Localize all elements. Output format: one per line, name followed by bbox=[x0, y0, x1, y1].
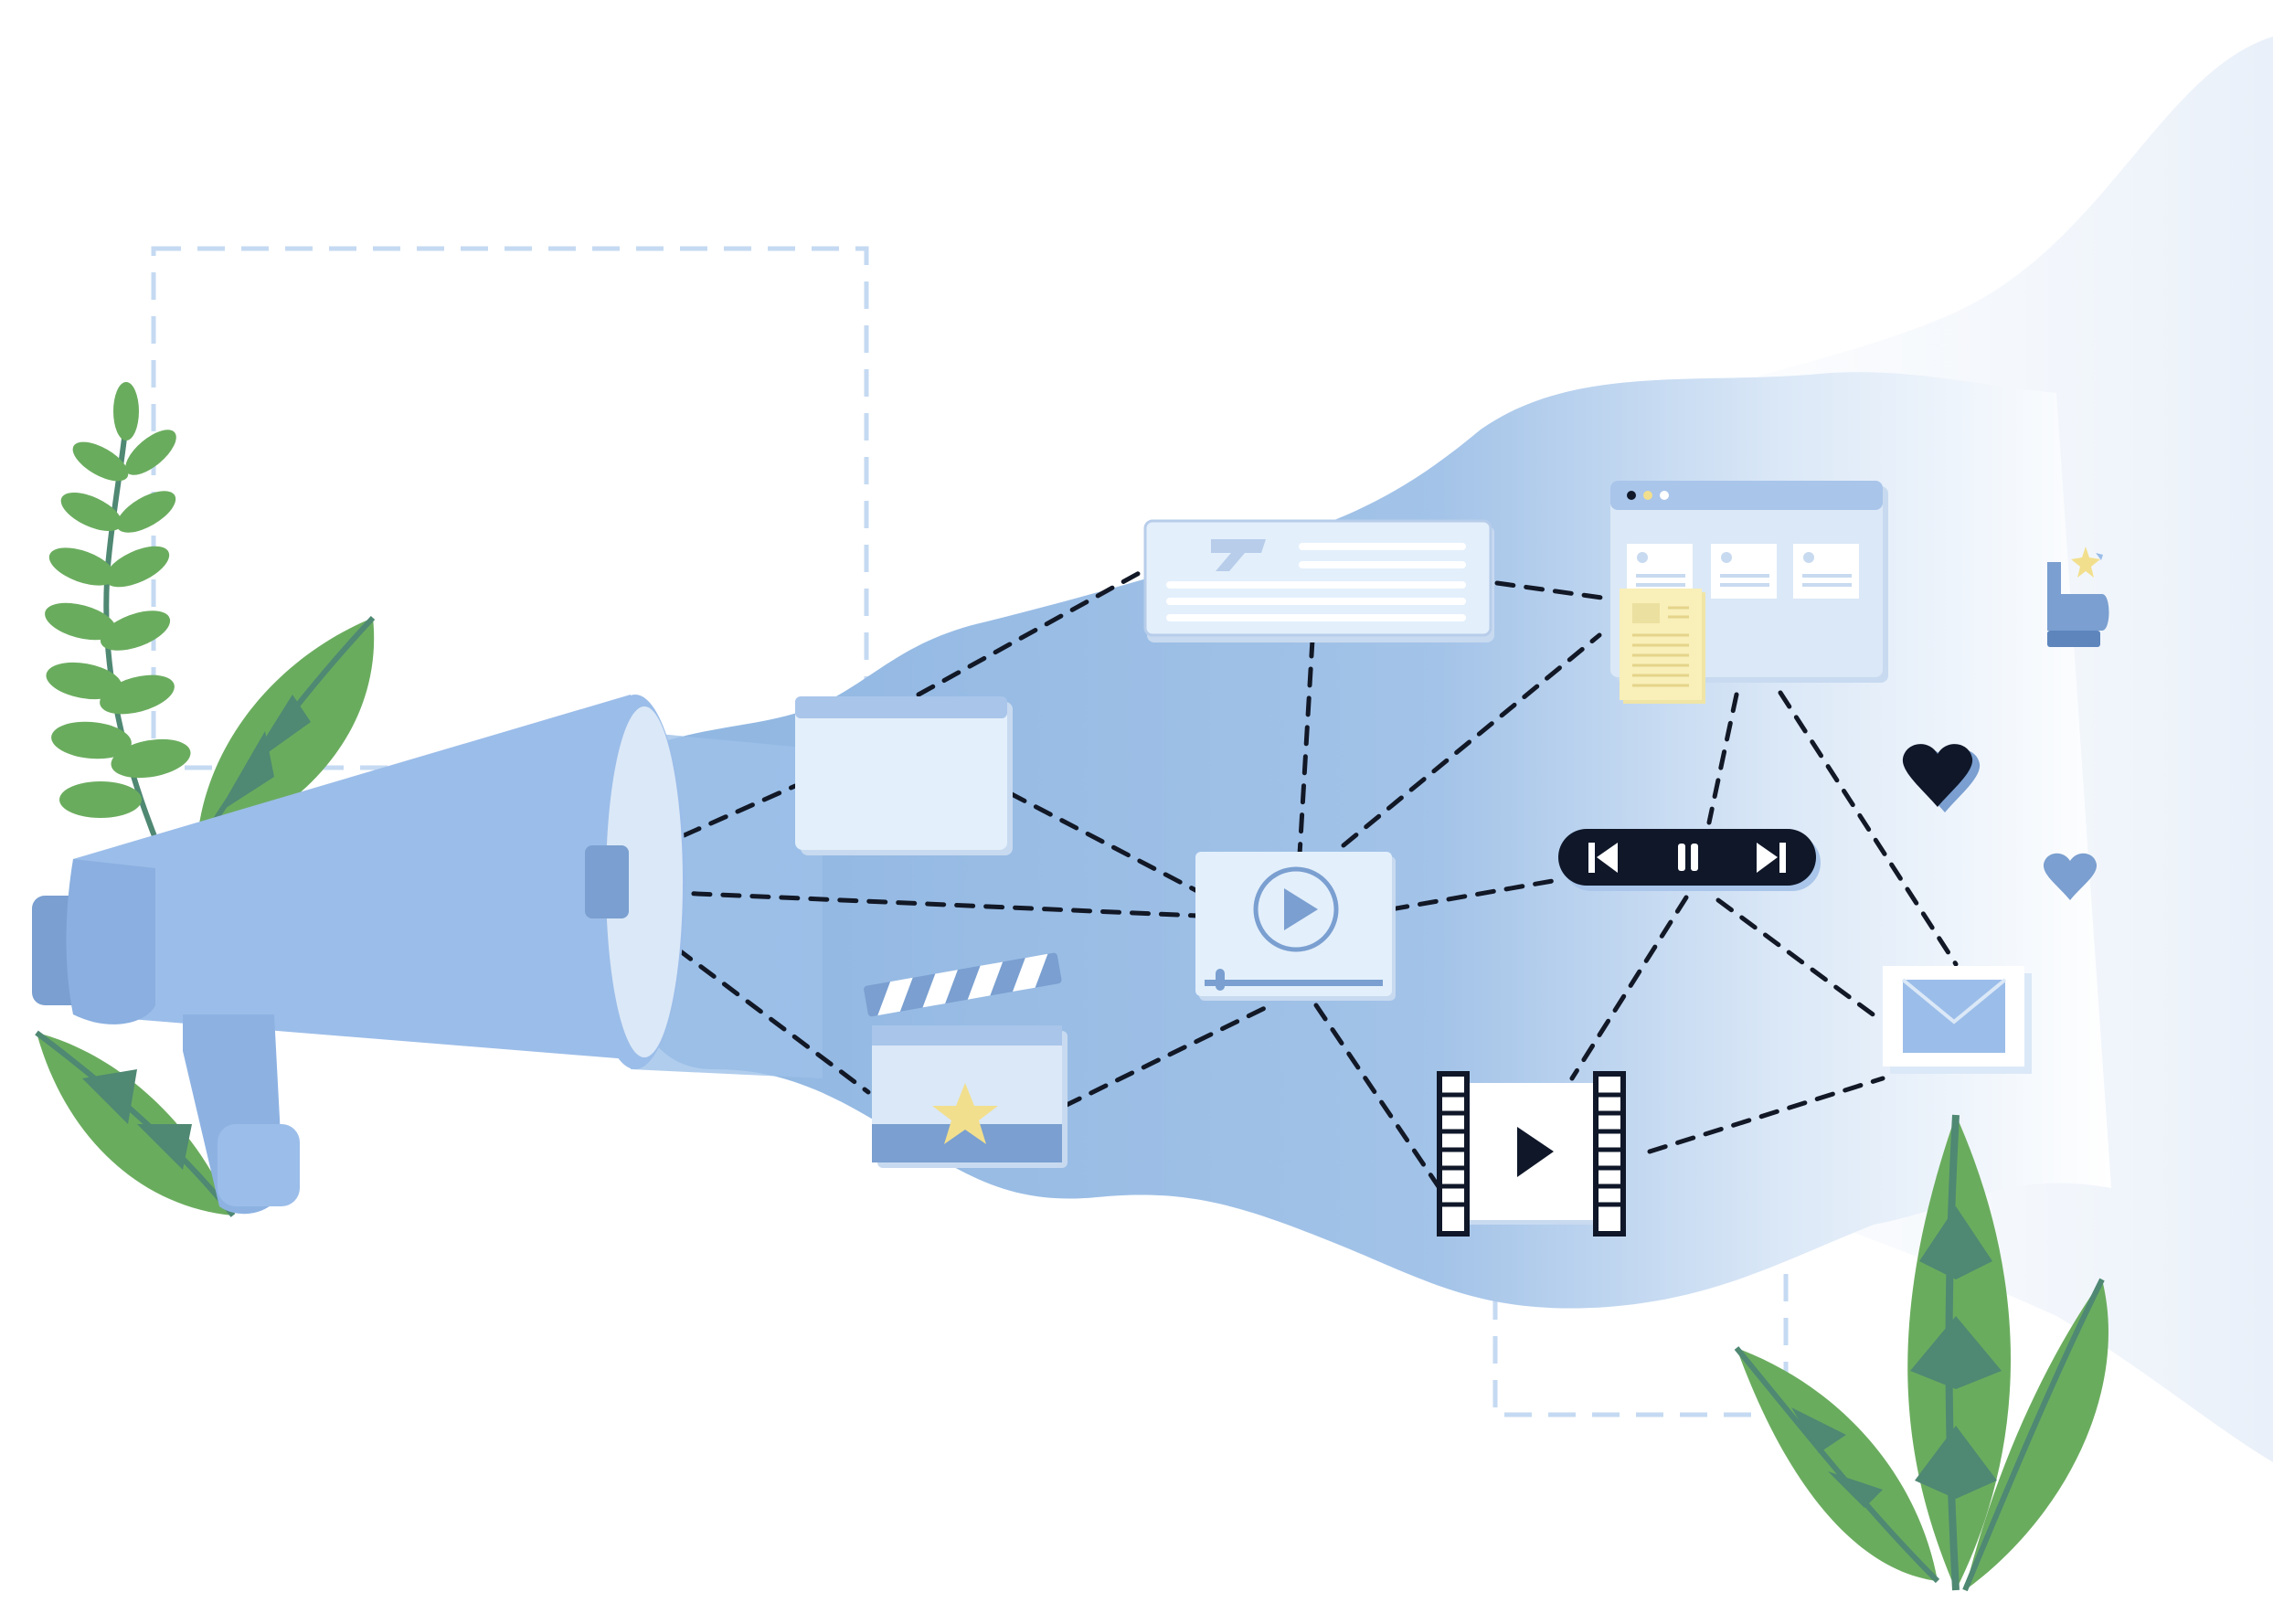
film-strip-card bbox=[1437, 1071, 1627, 1237]
heart-icon bbox=[1902, 744, 1973, 807]
browser-window-card bbox=[1610, 481, 1888, 704]
thumbs-up-icon bbox=[2047, 547, 2109, 647]
previous-icon bbox=[1588, 843, 1618, 873]
media-controls-bar bbox=[1558, 829, 1821, 891]
megaphone-icon bbox=[32, 695, 685, 1215]
blank-window-card bbox=[795, 696, 1013, 855]
video-player-card bbox=[1195, 852, 1396, 1001]
text-icon bbox=[1211, 539, 1266, 571]
note-paper-icon bbox=[1620, 589, 1705, 704]
pause-icon bbox=[1678, 844, 1698, 871]
dashed-frame bbox=[151, 246, 869, 770]
next-icon bbox=[1757, 843, 1786, 873]
text-document-card bbox=[1143, 519, 1494, 642]
window-dot-icon bbox=[1627, 491, 1636, 500]
window-dot-icon bbox=[1643, 491, 1652, 500]
sparkle-icon bbox=[2071, 547, 2100, 578]
leaf-plant bbox=[1734, 1114, 2108, 1592]
film-play-icon bbox=[1517, 1127, 1554, 1177]
star-icon bbox=[932, 1083, 998, 1144]
play-icon bbox=[1284, 888, 1318, 930]
connection-lines bbox=[628, 568, 1959, 1191]
leaf-plant bbox=[35, 615, 376, 1217]
heart-icon bbox=[2043, 853, 2098, 900]
envelope-icon bbox=[1883, 966, 2032, 1074]
clapperboard-icon bbox=[864, 952, 1067, 1168]
window-dot-icon bbox=[1660, 491, 1669, 500]
fern-plant bbox=[45, 382, 191, 852]
